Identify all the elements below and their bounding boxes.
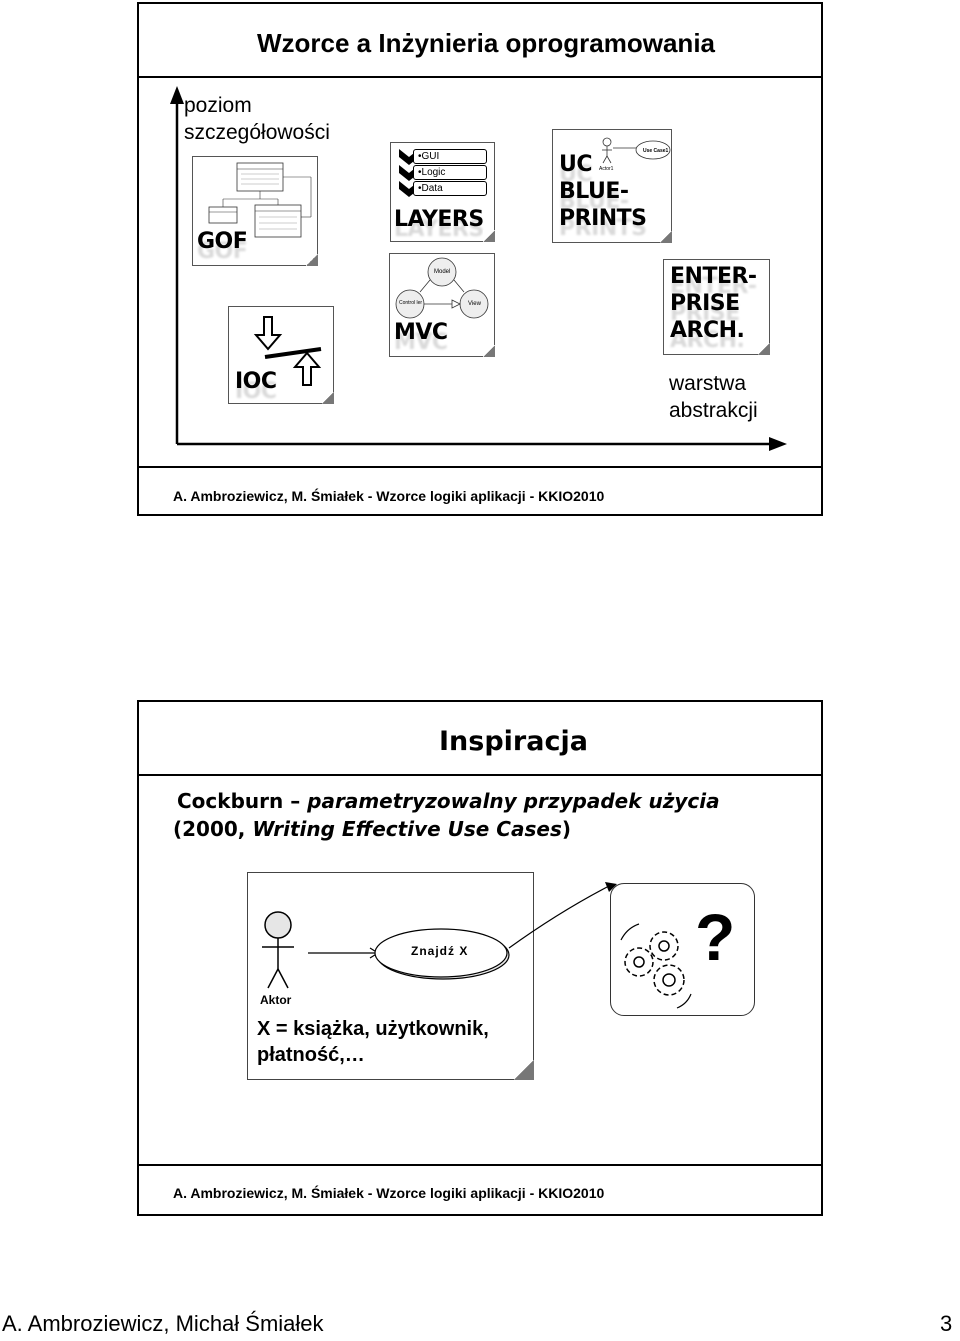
slide-2-title: Inspiracja bbox=[439, 726, 588, 757]
mvc-label: MVC bbox=[394, 320, 448, 345]
use-case-label: Znajdź X bbox=[411, 944, 469, 958]
card-fold-icon bbox=[483, 345, 495, 357]
uc-actor-label: Actor1 bbox=[599, 166, 614, 172]
mvc-card: Model View Control ler MVC bbox=[389, 253, 495, 357]
card-fold-icon bbox=[758, 343, 770, 355]
uc-label: UC bbox=[559, 152, 593, 177]
layers-label: LAYERS bbox=[394, 207, 484, 232]
mvc-cycle-diagram bbox=[395, 257, 489, 319]
enterprise-arch-card: ENTER- PRISE ARCH. bbox=[663, 259, 770, 355]
curved-arrow bbox=[508, 882, 617, 949]
mvc-view-label: View bbox=[468, 301, 481, 307]
slide-1-title-bar bbox=[139, 4, 821, 78]
enter-label: ENTER- bbox=[670, 264, 757, 289]
ioc-label: IOC bbox=[235, 369, 277, 394]
slide-2-footer-line bbox=[139, 1164, 821, 1166]
blue-label: BLUE- bbox=[559, 179, 629, 204]
slide-1-title: Wzorce a Inżynieria oprogramowania bbox=[257, 28, 715, 58]
card-fold-icon bbox=[514, 1060, 534, 1080]
axes bbox=[170, 86, 787, 451]
mvc-model-label: Model bbox=[434, 269, 451, 275]
x-axis-label: warstwa abstrakcji bbox=[669, 372, 758, 422]
book-line: (2000, Writing Effective Use Cases) bbox=[173, 817, 571, 841]
gears-icon bbox=[620, 923, 692, 1009]
mvc-controller-label: Control ler bbox=[399, 300, 423, 306]
uc-usecase-label: Use Case1 bbox=[643, 148, 669, 154]
card-fold-icon bbox=[483, 230, 495, 242]
card-fold-icon bbox=[306, 254, 318, 266]
gof-card: GOF bbox=[192, 156, 318, 266]
arch-label: ARCH. bbox=[670, 318, 745, 343]
slide-2-title-bar bbox=[139, 702, 821, 776]
ioc-card: IOC bbox=[228, 306, 334, 404]
slide-1: Wzorce a Inżynieria oprogramowania pozio… bbox=[137, 2, 823, 516]
use-case-diagram bbox=[262, 911, 510, 989]
cockburn-line: Cockburn – parametryzowalny przypadek uż… bbox=[177, 789, 720, 813]
layer-gui: •GUI bbox=[413, 149, 487, 164]
gof-label: GOF bbox=[197, 229, 248, 254]
uc-mini-diagram bbox=[602, 137, 671, 164]
page-footer-authors: A. Ambroziewicz, Michał Śmiałek bbox=[2, 1311, 324, 1336]
slide-1-footer-line bbox=[139, 466, 821, 468]
card-fold-icon bbox=[660, 231, 672, 243]
slide-2-footer: A. Ambroziewicz, M. Śmiałek - Wzorce log… bbox=[173, 1185, 605, 1201]
gears-card: ? bbox=[610, 883, 755, 1016]
ioc-arrows-icon bbox=[253, 316, 322, 386]
y-axis-label: poziom szczegółowości bbox=[184, 94, 330, 144]
gof-class-diagram bbox=[208, 162, 312, 238]
uc-blueprints-card: Actor1 Use Case1 UC BLUE- PRINTS bbox=[552, 129, 672, 243]
question-mark: ? bbox=[695, 900, 736, 974]
page-number: 3 bbox=[940, 1311, 953, 1336]
slide-1-footer: A. Ambroziewicz, M. Śmiałek - Wzorce log… bbox=[173, 488, 605, 504]
layer-data: •Data bbox=[413, 181, 487, 196]
layer-logic: •Logic bbox=[413, 165, 487, 180]
x-definition: X = książka, użytkownik, płatność,… bbox=[257, 1018, 489, 1066]
actor-label: Aktor bbox=[260, 993, 292, 1007]
layers-card: •GUI •Logic •Data LAYERS bbox=[390, 142, 495, 242]
prise-label: PRISE bbox=[670, 291, 740, 316]
slide-2: Inspiracja Cockburn – parametryzowalny p… bbox=[137, 700, 823, 1216]
card-fold-icon bbox=[322, 392, 334, 404]
prints-label: PRINTS bbox=[559, 206, 647, 231]
use-case-card: Aktor Znajdź X bbox=[247, 872, 534, 1080]
